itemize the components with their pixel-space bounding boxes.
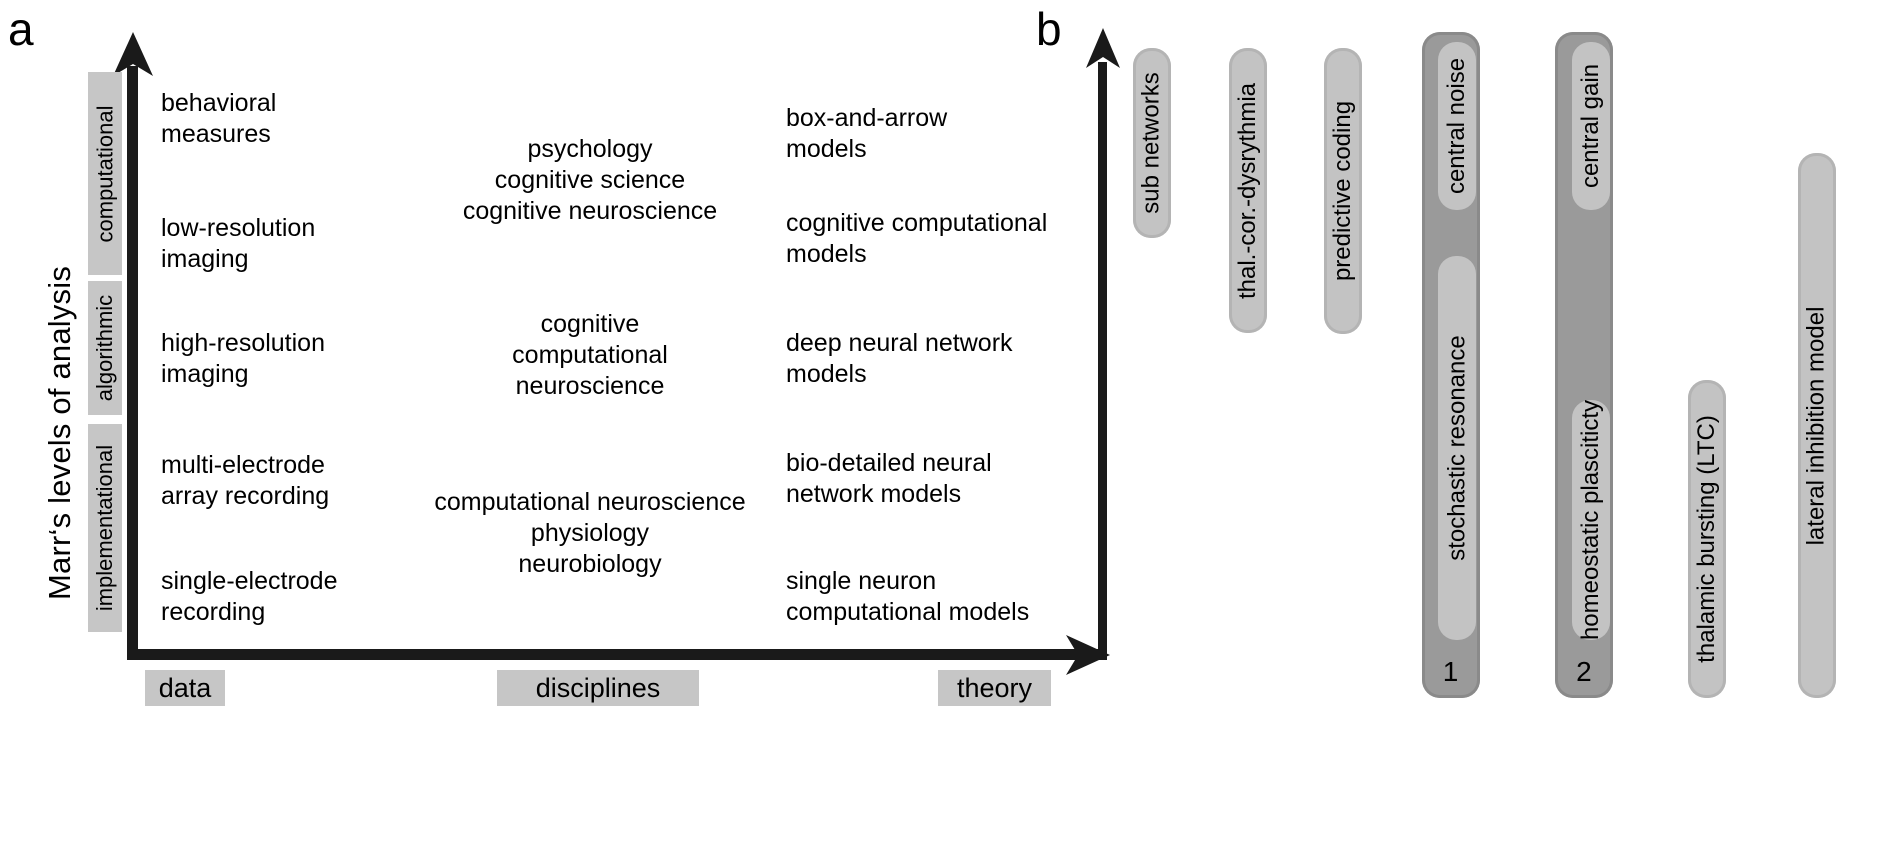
x-axis-label-disciplines: disciplines xyxy=(497,670,699,706)
panel-b-axis-arrowhead xyxy=(1086,28,1120,68)
pill-thalamic-bursting[interactable]: thalamic bursting (LTC) xyxy=(1688,380,1727,698)
level-label-computational: computational xyxy=(92,105,118,242)
cell-disciplines-computational-neuroscience: computational neuroscience physiology ne… xyxy=(434,488,746,578)
pill-homeostatic-plasciticty[interactable]: homeostatic plasciticty xyxy=(1571,399,1610,641)
pill-predictive-coding[interactable]: predictive coding xyxy=(1323,48,1362,334)
pill-label-homeostatic-plasciticty: homeostatic plasciticty xyxy=(1576,399,1604,641)
pill-thal-cor-dysrythmia[interactable]: thal.-cor.-dysrythmia xyxy=(1229,48,1268,333)
cell-theory-box-and-arrow-models: box-and-arrow models xyxy=(786,104,948,163)
cell-theory-single-neuron-computational-models: single neuron computational models xyxy=(786,567,1030,626)
group-number-1: 1 xyxy=(1442,656,1459,687)
level-box-implementational: implementational xyxy=(88,424,122,632)
pill-label-thalamic-bursting: thalamic bursting (LTC) xyxy=(1693,415,1721,663)
pill-label-central-noise: central noise xyxy=(1443,57,1471,195)
y-axis-arrowhead xyxy=(113,32,153,76)
pill-central-gain[interactable]: central gain xyxy=(1571,42,1610,210)
cell-theory-cognitive-computational-models: cognitive computational models xyxy=(786,209,1048,268)
y-axis-title: Marr‘s levels of analysis xyxy=(42,265,77,600)
pill-label-lateral-inhibition-model: lateral inhibition model xyxy=(1802,306,1830,545)
cell-data-high-resolution-imaging: high-resolution imaging xyxy=(161,329,325,388)
pill-label-sub-networks: sub networks xyxy=(1138,72,1165,214)
pill-label-thal-cor-dysrythmia: thal.-cor.-dysrythmia xyxy=(1234,82,1262,299)
cell-theory-bio-detailed-neural-network-models: bio-detailed neural network models xyxy=(786,449,992,508)
cell-data-single-electrode-recording: single-electrode recording xyxy=(161,567,338,626)
pill-label-stochastic-resonance: stochastic resonance xyxy=(1443,335,1471,561)
cell-theory-deep-neural-network-models: deep neural network models xyxy=(786,329,1013,388)
pill-lateral-inhibition-model[interactable]: lateral inhibition model xyxy=(1797,153,1836,698)
level-box-computational: computational xyxy=(88,72,122,275)
x-axis-label-theory: theory xyxy=(938,670,1051,706)
cell-disciplines-cognitive-computational-neuroscience: cognitive computational neuroscience xyxy=(512,310,668,400)
cell-data-behavioral-measures: behavioral measures xyxy=(161,89,277,148)
panel-b-letter: b xyxy=(1036,3,1062,55)
cell-data-low-resolution-imaging: low-resolution imaging xyxy=(161,214,316,273)
pill-stochastic-resonance[interactable]: stochastic resonance xyxy=(1438,256,1477,640)
group-number-2: 2 xyxy=(1576,656,1592,687)
pill-label-predictive-coding: predictive coding xyxy=(1328,100,1356,282)
x-axis-arrowhead xyxy=(1066,635,1110,675)
pill-sub-networks[interactable]: sub networks xyxy=(1133,48,1171,238)
cell-data-multi-electrode-array-recording: multi-electrode array recording xyxy=(161,451,330,510)
y-axis-line xyxy=(127,66,138,660)
level-label-implementational: implementational xyxy=(92,444,117,612)
panel-b-axis-line xyxy=(1098,62,1107,660)
level-box-algorithmic: algorithmic xyxy=(88,281,122,415)
x-axis-label-data: data xyxy=(145,670,225,706)
cell-disciplines-psychology: psychology cognitive science cognitive n… xyxy=(462,135,718,225)
x-axis-line xyxy=(127,649,1103,660)
panel-a-letter: a xyxy=(8,3,34,55)
pill-central-noise[interactable]: central noise xyxy=(1438,42,1477,210)
pill-label-central-gain: central gain xyxy=(1576,63,1604,189)
level-label-algorithmic: algorithmic xyxy=(92,294,117,402)
